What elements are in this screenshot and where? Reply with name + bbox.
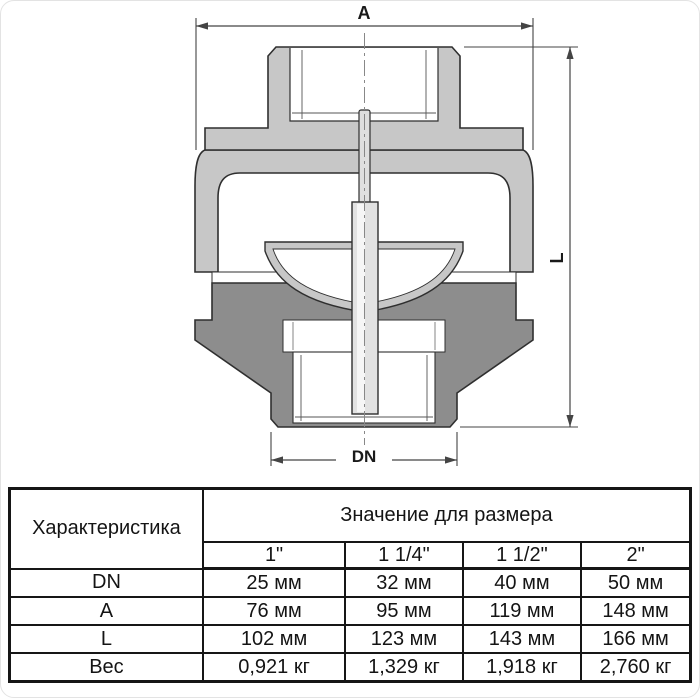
dimensions-table: Характеристика Значение для размера 1" 1… — [8, 487, 692, 683]
table-cell: 76 мм — [201, 596, 347, 626]
dimension-l: L — [547, 47, 574, 427]
dimension-label-dn: DN — [352, 447, 377, 466]
header-characteristic: Характеристика — [8, 487, 204, 570]
table-row-weight: Вес 0,921 кг 1,329 кг 1,918 кг 2,760 кг — [8, 652, 692, 683]
dimension-extension-lines — [195, 18, 578, 466]
table-cell: 166 мм — [580, 624, 692, 654]
row-label: L — [8, 624, 204, 654]
arrow-right-icon — [445, 456, 457, 464]
size-col-1: 1" — [201, 541, 347, 570]
arrow-left-icon — [271, 456, 283, 464]
valve-drawing-svg: A L DN — [194, 3, 578, 467]
arrow-left-icon — [196, 22, 208, 30]
valve-technical-drawing: A L DN — [194, 3, 578, 467]
table-cell: 102 мм — [201, 624, 347, 654]
arrow-down-icon — [566, 415, 574, 427]
row-label: Вес — [8, 652, 204, 683]
header-value-for-size: Значение для размера — [201, 487, 692, 543]
table-cell: 148 мм — [580, 596, 692, 626]
arrow-up-icon — [566, 47, 574, 59]
dimension-a: A — [196, 3, 533, 30]
arrow-right-icon — [521, 22, 533, 30]
table-cell: 1,329 кг — [344, 652, 464, 683]
row-label: A — [8, 596, 204, 626]
table-cell: 119 мм — [461, 596, 583, 626]
table-row-l: L 102 мм 123 мм 143 мм 166 мм — [8, 624, 692, 654]
table-row-dn: DN 25 мм 32 мм 40 мм 50 мм — [8, 567, 692, 598]
table-cell: 32 мм — [344, 567, 464, 598]
specifications-section: Характеристика Значение для размера 1" 1… — [8, 487, 692, 683]
valve-bonnet-dome — [194, 149, 534, 273]
dimension-dn: DN — [271, 445, 457, 467]
stem-highlight — [357, 204, 365, 412]
label-backing — [336, 445, 392, 467]
size-col-2: 2" — [580, 541, 692, 570]
dimension-label-a: A — [358, 3, 371, 23]
row-label: DN — [8, 567, 204, 598]
table-cell: 50 мм — [580, 567, 692, 598]
table-cell: 123 мм — [344, 624, 464, 654]
table-cell: 40 мм — [461, 567, 583, 598]
table-cell: 95 мм — [344, 596, 464, 626]
table-cell: 143 мм — [461, 624, 583, 654]
table-row-a: A 76 мм 95 мм 119 мм 148 мм — [8, 596, 692, 626]
table-cell: 1,918 кг — [461, 652, 583, 683]
table-cell: 2,760 кг — [580, 652, 692, 683]
table-cell: 0,921 кг — [201, 652, 347, 683]
size-header-row: 1" 1 1/4" 1 1/2" 2" — [10, 541, 692, 570]
table-cell: 25 мм — [201, 567, 347, 598]
size-col-1-1-4: 1 1/4" — [344, 541, 464, 570]
dimension-label-l: L — [547, 253, 567, 264]
size-col-1-1-2: 1 1/2" — [461, 541, 583, 570]
